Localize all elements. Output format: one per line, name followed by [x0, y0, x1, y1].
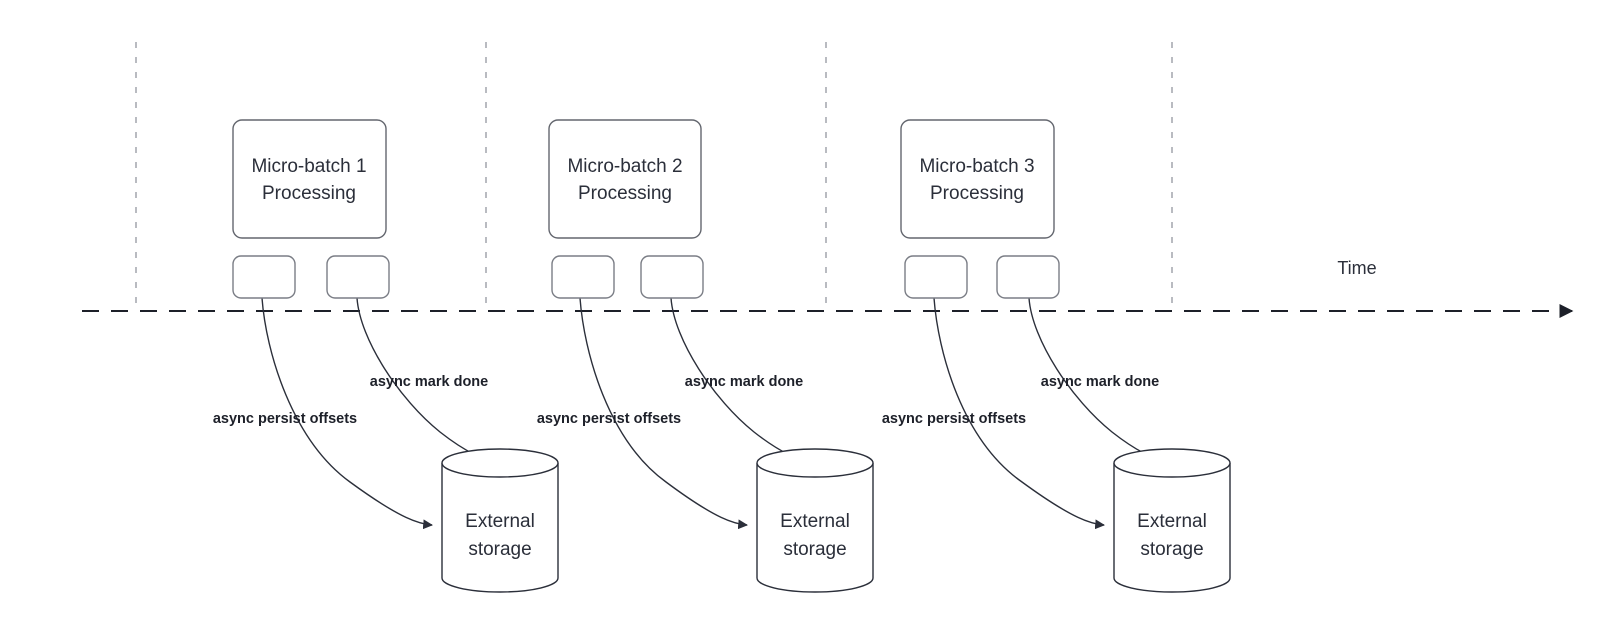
g1-mark-done-label: async mark done	[370, 374, 488, 390]
g2-external-storage-label-line1: External	[780, 511, 850, 532]
g3-external-storage-label-line1: External	[1137, 511, 1207, 532]
g1-external-storage-label-line2: storage	[468, 539, 531, 560]
g3-mark-done-task[interactable]	[996, 255, 1060, 299]
g2-persist-offsets-label: async persist offsets	[537, 411, 681, 427]
group-1: Micro-batch 1 Processing async mark done…	[213, 119, 559, 593]
group-3: Micro-batch 3 Processing async mark done…	[882, 119, 1231, 593]
g3-mark-done-label: async mark done	[1041, 374, 1159, 390]
g1-persist-offsets-task[interactable]	[232, 255, 296, 299]
g1-external-storage-body[interactable]	[441, 463, 559, 593]
g2-mark-done-task[interactable]	[640, 255, 704, 299]
micro-batch-3-box[interactable]	[900, 119, 1055, 239]
g1-persist-offsets-label: async persist offsets	[213, 411, 357, 427]
g1-mark-done-task[interactable]	[326, 255, 390, 299]
batch-boundaries	[135, 42, 1173, 312]
g3-persist-offsets-task[interactable]	[904, 255, 968, 299]
micro-batch-2-label-line1: Micro-batch 2	[567, 156, 682, 177]
persist-offsets-curve	[261, 297, 433, 530]
micro-batch-3-label-line1: Micro-batch 3	[919, 156, 1034, 177]
micro-batch-2-box[interactable]	[548, 119, 702, 239]
g3-persist-offsets-label: async persist offsets	[882, 411, 1026, 427]
g2-mark-done-label: async mark done	[685, 374, 803, 390]
g2-external-storage-body[interactable]	[756, 463, 874, 593]
g2-external-storage-top	[756, 448, 874, 478]
persist-offsets-curve	[579, 297, 748, 530]
g2-external-storage-label-line2: storage	[783, 539, 846, 560]
g2-persist-offsets-task[interactable]	[551, 255, 615, 299]
time-axis-label: Time	[1337, 258, 1376, 278]
micro-batch-1-label-line2: Processing	[262, 183, 356, 204]
g1-external-storage-top	[441, 448, 559, 478]
group-2: Micro-batch 2 Processing async mark done…	[537, 119, 874, 593]
persist-offsets-curve	[933, 297, 1105, 530]
micro-batch-1-label-line1: Micro-batch 1	[251, 156, 366, 177]
micro-batch-3-label-line2: Processing	[930, 183, 1024, 204]
micro-batch-1-box[interactable]	[232, 119, 387, 239]
g1-external-storage-label-line1: External	[465, 511, 535, 532]
g3-external-storage-body[interactable]	[1113, 463, 1231, 593]
g3-external-storage-top	[1113, 448, 1231, 478]
g3-external-storage-label-line2: storage	[1140, 539, 1203, 560]
micro-batch-2-label-line2: Processing	[578, 183, 672, 204]
